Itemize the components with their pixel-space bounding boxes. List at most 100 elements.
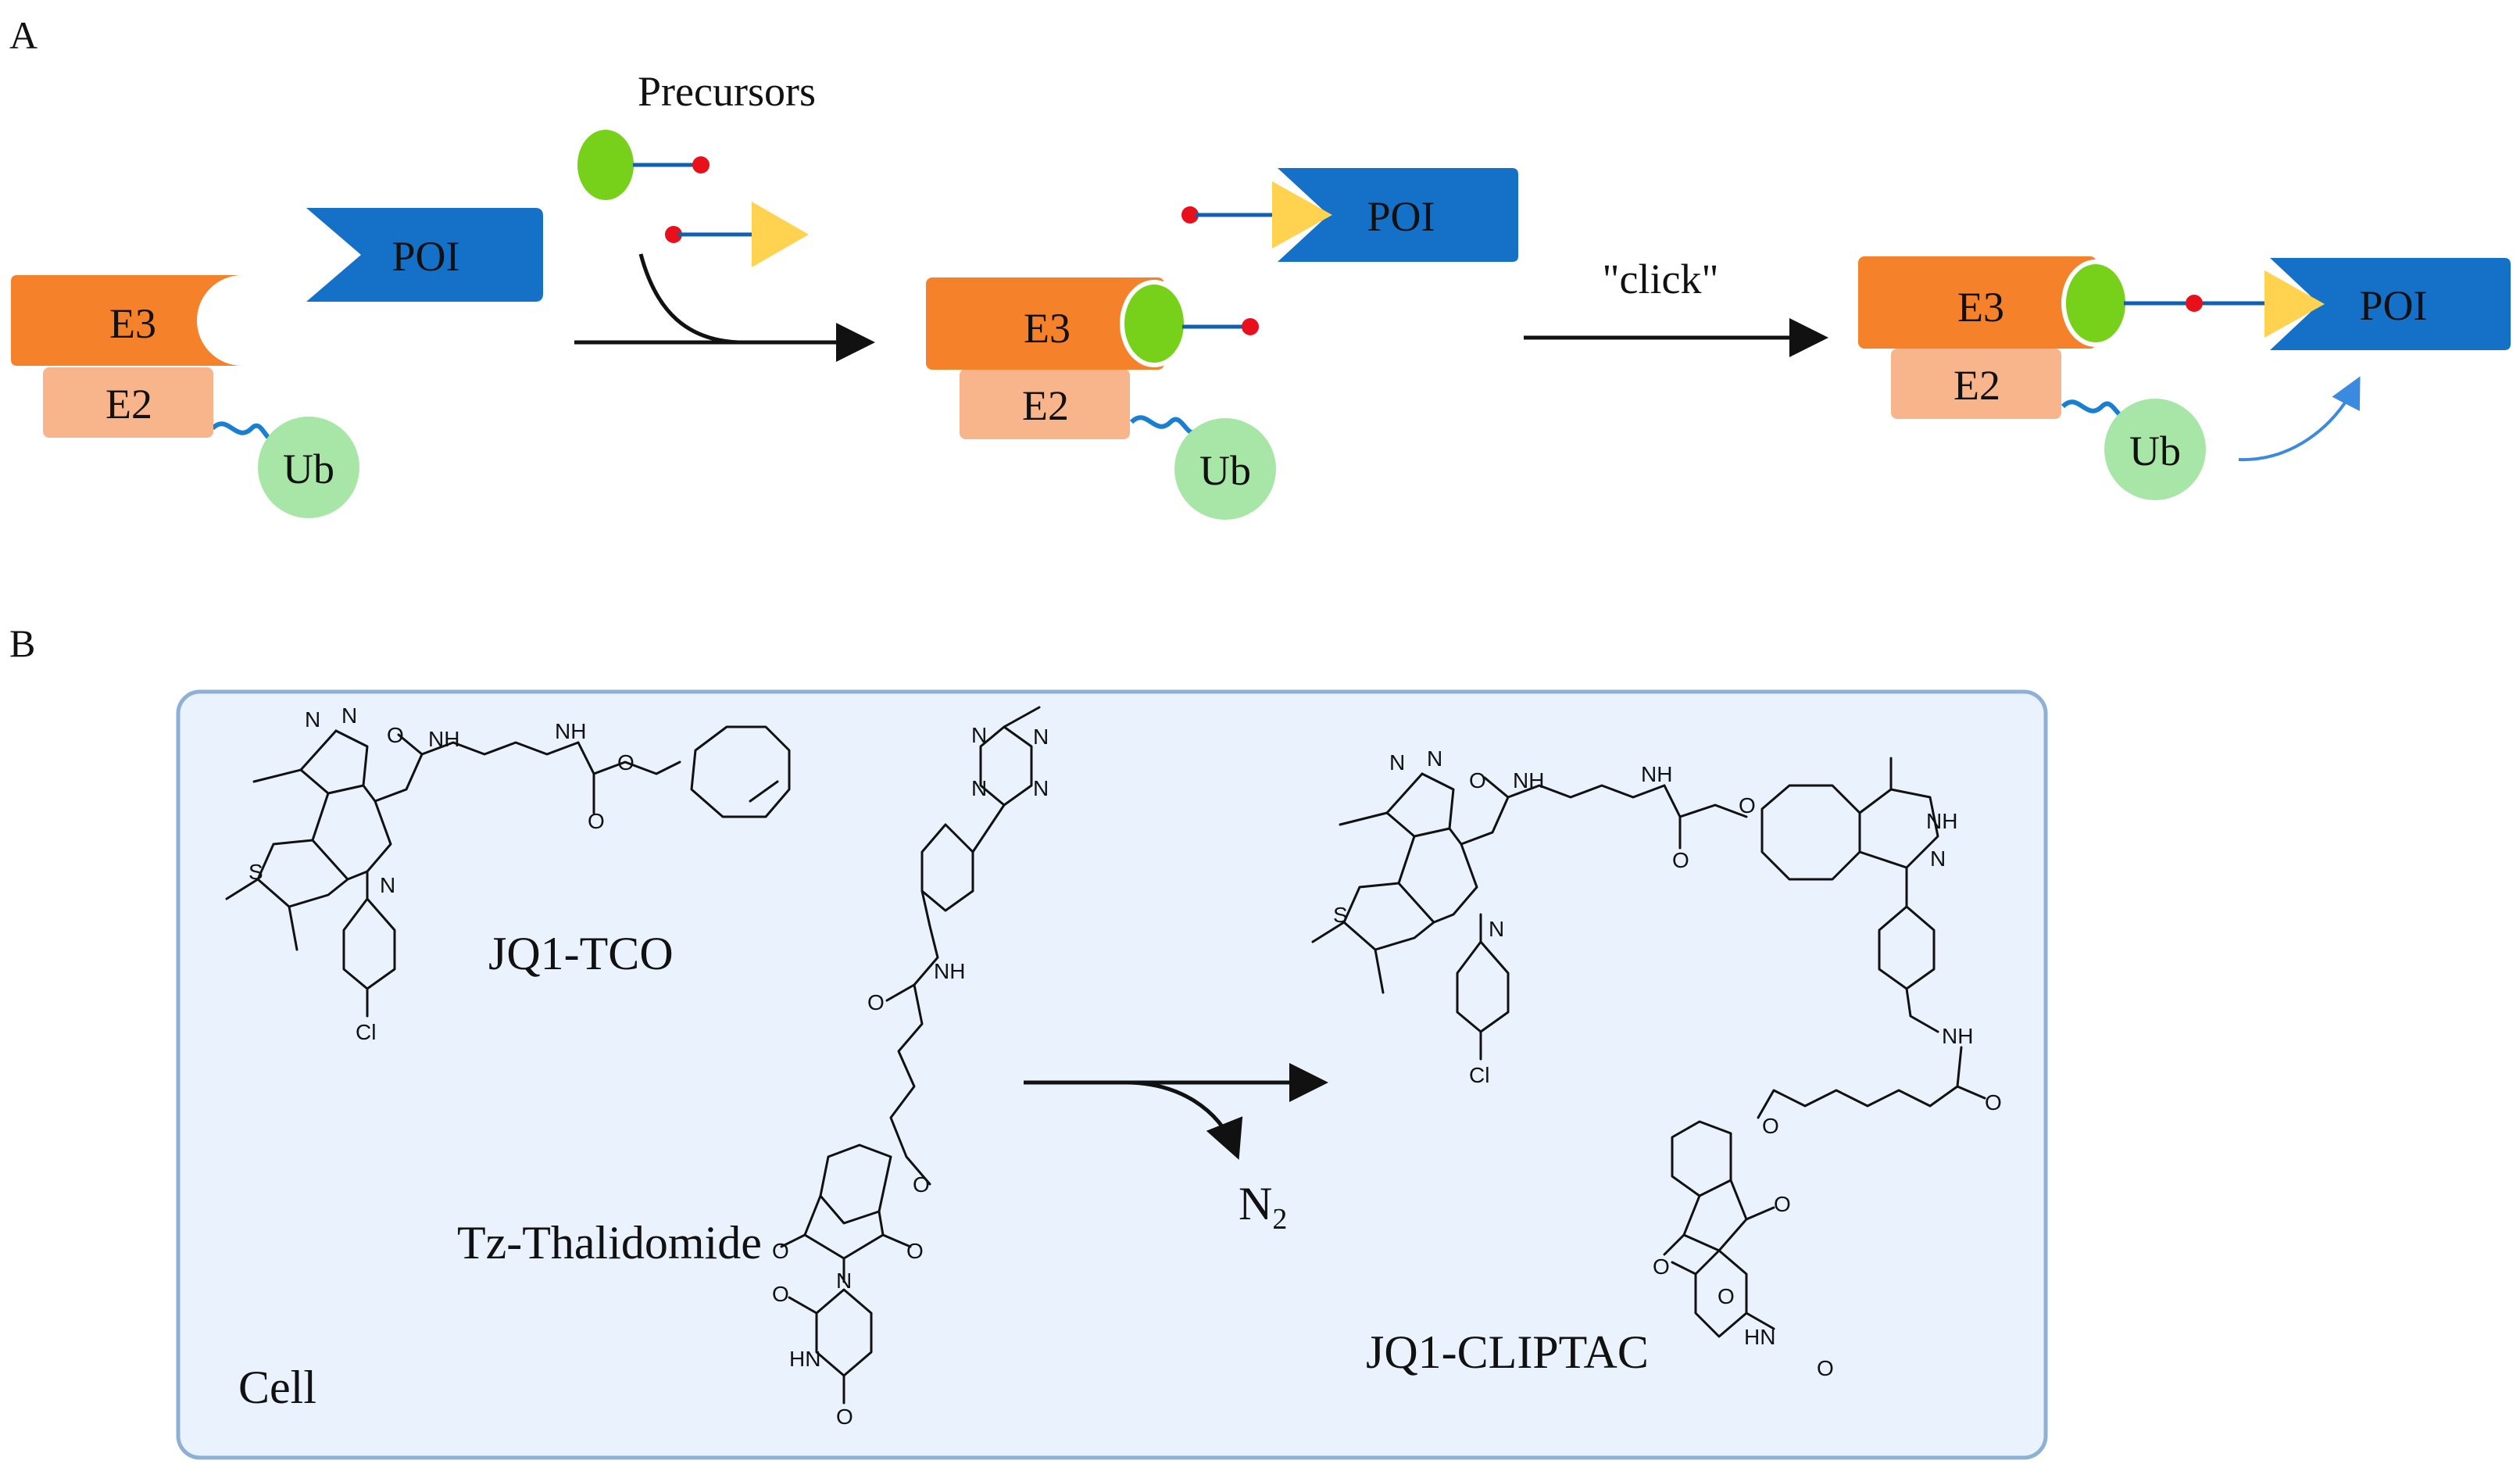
bond — [397, 733, 424, 756]
poi-label-2: POI — [1367, 193, 1435, 240]
e3-block-1 — [11, 275, 242, 366]
bond — [1339, 811, 1389, 826]
complex-3: E2 E3 POI Ub — [1858, 256, 2511, 500]
bond — [749, 780, 779, 803]
ub-linker-2 — [1129, 415, 1197, 435]
ub-circle-1 — [258, 417, 359, 518]
reaction-arrow-b: N2 — [1024, 1063, 1328, 1236]
ubiquitination-arrow — [2238, 376, 2361, 462]
atom-n: N — [380, 873, 395, 897]
green-ligand-bound-3 — [2066, 264, 2125, 342]
poi-block-3 — [2270, 258, 2511, 350]
atom-o: O — [387, 723, 404, 747]
bond — [1956, 1085, 1986, 1100]
bond — [1671, 1261, 1697, 1276]
ub-circle-3 — [2104, 399, 2206, 500]
jq1-cliptac-label: JQ1-CLIPTAC — [1366, 1326, 1649, 1378]
e3-block-2 — [926, 277, 1164, 370]
atom-n: N — [836, 1269, 852, 1293]
jq1-cliptac-structure: N N N S NH NH O O O NH N NH O O O O O HN… — [1311, 746, 2002, 1380]
e3-block-3 — [1858, 256, 2096, 349]
bond — [1745, 1312, 1775, 1330]
red-dot-precursor-1 — [692, 156, 710, 174]
atom-o: O — [1718, 1284, 1735, 1308]
green-ligand-precursor — [577, 130, 634, 200]
bond — [885, 983, 916, 1002]
atom-o: O — [1469, 768, 1486, 793]
yellow-ligand-bound-2 — [1272, 181, 1332, 249]
e2-block-1 — [43, 367, 213, 438]
bond — [1342, 882, 1435, 951]
e3-label-3: E3 — [1957, 284, 2004, 331]
atom-hn: HN — [789, 1347, 820, 1371]
panel-b-label: B — [9, 621, 35, 665]
atom-o: O — [1985, 1090, 2002, 1115]
arrow-2: "click" — [1524, 256, 1828, 357]
bond — [780, 1233, 806, 1248]
arrow-1-curve — [638, 253, 739, 345]
atom-o: O — [906, 1239, 924, 1263]
click-label: "click" — [1602, 256, 1718, 302]
n2-release-arrow — [1124, 1080, 1243, 1160]
atom-n: N — [1389, 750, 1405, 775]
cell-label: Cell — [238, 1362, 316, 1413]
atom-nh: NH — [555, 719, 586, 743]
precursors-group: Precursors — [577, 68, 816, 267]
poi-label-3: POI — [2359, 282, 2427, 329]
atom-n: N — [1489, 917, 1504, 941]
jq1-tco-label: JQ1-TCO — [488, 928, 674, 979]
red-dot-clicked-3 — [2186, 295, 2203, 312]
e2-label-2: E2 — [1022, 382, 1069, 429]
atom-nh: NH — [1926, 809, 1957, 833]
poi-block-1 — [306, 208, 543, 302]
atom-n: N — [1427, 746, 1442, 771]
ub-linker-3 — [2061, 399, 2129, 420]
red-dot-bound-2 — [1242, 318, 1259, 335]
bond — [256, 839, 349, 908]
yellow-ligand-bound-3 — [2264, 270, 2325, 338]
bond — [577, 741, 681, 775]
panel-a-label: A — [9, 13, 38, 57]
atom-n: N — [1033, 776, 1049, 800]
atom-o: O — [1817, 1356, 1834, 1380]
yellow-ligand-precursor — [752, 202, 809, 267]
bond — [881, 1233, 912, 1248]
atom-nh: NH — [428, 727, 459, 751]
bond — [1003, 706, 1041, 728]
bond — [1311, 921, 1346, 943]
bond — [1460, 784, 1666, 846]
atom-o: O — [1762, 1114, 1779, 1138]
bond — [252, 768, 302, 783]
atom-n: N — [1033, 725, 1049, 749]
bond — [971, 803, 1006, 854]
atom-o: O — [772, 1282, 789, 1306]
e2-label-1: E2 — [105, 381, 152, 428]
bond — [1385, 772, 1424, 814]
complex-2: E2 E3 Ub POI — [926, 168, 1518, 520]
atom-o: O — [588, 809, 605, 833]
atom-nh: NH — [934, 959, 965, 983]
atom-n: N — [971, 723, 987, 747]
ub-linker-1 — [210, 421, 277, 442]
bond — [1905, 987, 1939, 1033]
bond — [788, 1296, 818, 1315]
atom-o: O — [1774, 1192, 1791, 1216]
jq1-tco-structure: N N N S NH NH O O O Cl — [225, 703, 791, 1044]
bond — [1757, 1046, 1963, 1119]
n2-subscript: 2 — [1272, 1203, 1287, 1236]
ub-label-2: Ub — [1199, 447, 1251, 494]
atom-o: O — [617, 750, 634, 775]
atom-o: O — [1672, 848, 1689, 872]
bond — [288, 905, 298, 951]
e3-label-1: E3 — [109, 300, 156, 347]
ub-circle-2 — [1174, 418, 1276, 520]
bond — [374, 741, 580, 803]
e2-block-3 — [1891, 349, 2061, 419]
bond — [889, 889, 939, 1186]
bond — [299, 729, 338, 771]
atom-s: S — [248, 860, 263, 884]
bond — [1483, 776, 1510, 799]
atom-o: O — [772, 1239, 789, 1263]
n2-label: N2 — [1239, 1178, 1287, 1236]
